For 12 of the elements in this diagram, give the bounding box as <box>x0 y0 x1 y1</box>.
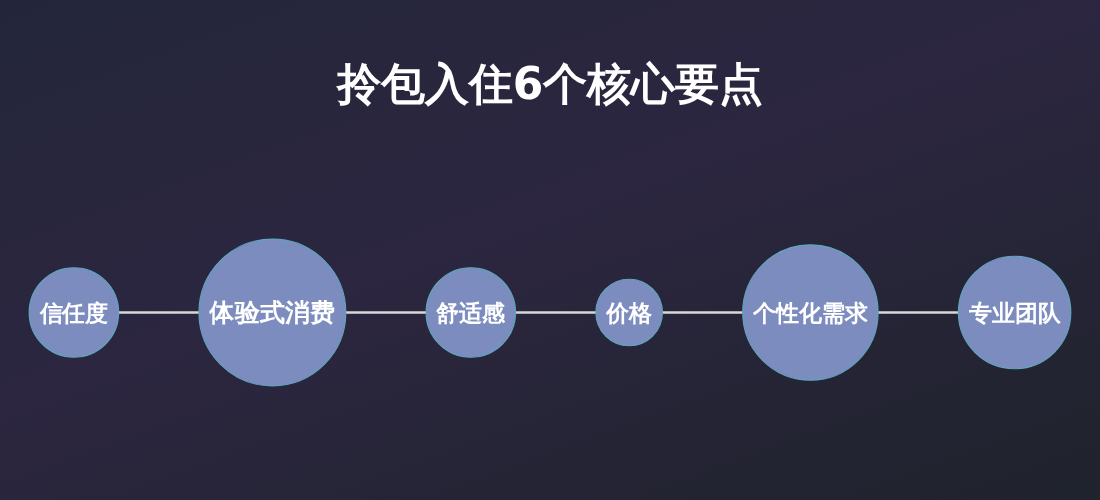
connector-line <box>878 311 959 314</box>
title: 拎包入住6个核心要点 <box>336 58 764 111</box>
topic-circle: 信任度 <box>28 267 120 358</box>
connector-line <box>662 311 743 314</box>
connector-line <box>118 311 199 314</box>
topic-circle: 专业团队 <box>957 255 1072 370</box>
connector-line <box>345 311 427 314</box>
topic-circle: 价格 <box>595 278 663 347</box>
topic-circle: 舒适感 <box>425 267 517 358</box>
topic-circle: 个性化需求 <box>742 244 879 381</box>
connector-line <box>515 311 596 314</box>
topic-circle: 体验式消费 <box>198 238 347 387</box>
